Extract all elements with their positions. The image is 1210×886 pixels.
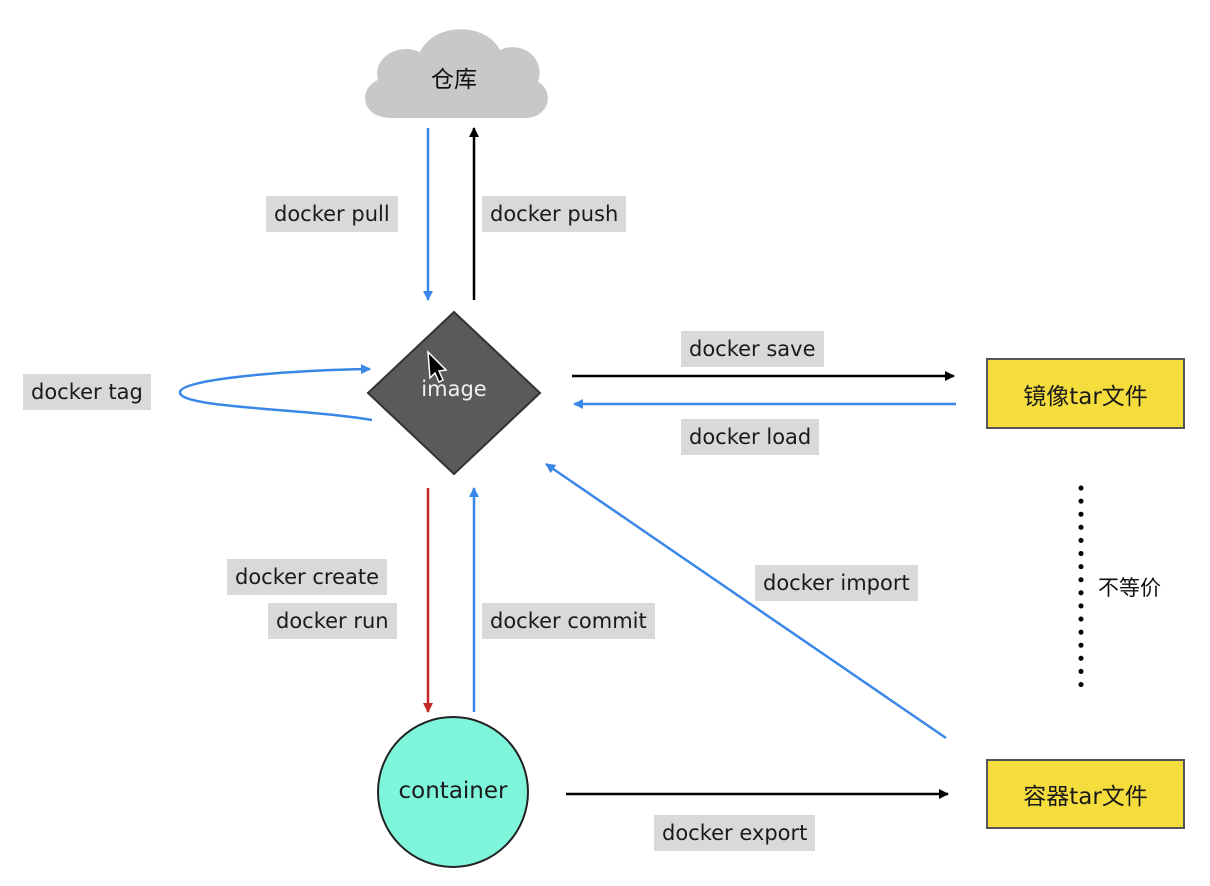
docker-run-label: docker run	[268, 603, 397, 639]
docker-create-label: docker create	[227, 559, 388, 595]
image-diamond	[366, 310, 542, 476]
tag-loop-arrow	[178, 364, 373, 422]
docker-export-label: docker export	[654, 815, 816, 851]
container-circle	[377, 716, 529, 868]
docker-commit-label: docker commit	[482, 603, 655, 639]
image-tar-file-box: 镜像tar文件	[986, 358, 1185, 429]
registry-label: 仓库	[431, 67, 477, 93]
docker-import-label: docker import	[755, 565, 918, 601]
docker-save-label: docker save	[681, 331, 824, 367]
not-equivalent-note: 不等价	[1098, 576, 1161, 600]
mouse-cursor-icon	[427, 350, 448, 384]
image-label: image	[421, 377, 487, 401]
docker-tag-label: docker tag	[23, 374, 151, 410]
import-arrow	[545, 462, 947, 740]
docker-pull-label: docker pull	[266, 196, 398, 232]
container-tar-file-box: 容器tar文件	[986, 759, 1185, 829]
docker-load-label: docker load	[681, 419, 820, 455]
docker-push-label: docker push	[482, 196, 627, 232]
container-label: container	[398, 778, 508, 804]
registry-cloud-icon	[365, 29, 548, 119]
